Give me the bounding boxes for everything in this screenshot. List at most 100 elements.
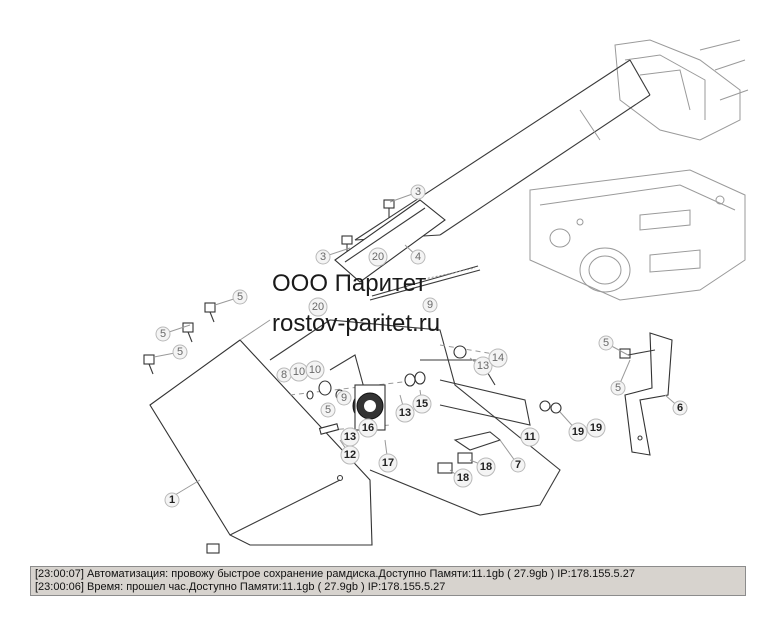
callout-number: 9	[427, 299, 433, 311]
callout-number: 1	[169, 494, 175, 506]
callout-bubble	[232, 289, 248, 305]
callout-c18a: 18	[476, 457, 496, 477]
callout-number: 17	[382, 457, 394, 469]
callout-number: 6	[677, 402, 683, 414]
spring-rod	[369, 265, 481, 301]
watermark-company: ООО Паритет	[272, 270, 427, 297]
callout-c15: 15	[412, 394, 432, 414]
callout-bubble	[378, 453, 398, 473]
callout-c1: 1	[164, 492, 180, 508]
callout-c10b: 10	[305, 360, 325, 380]
callout-number: 10	[309, 364, 321, 376]
callout-number: 3	[320, 251, 326, 263]
callout-number: 8	[281, 369, 287, 381]
lever-arm	[354, 59, 651, 241]
callout-number: 10	[293, 366, 305, 378]
callout-bubble	[172, 344, 188, 360]
callout-c5c: 5	[172, 344, 188, 360]
callout-number: 5	[615, 382, 621, 394]
log-message: Автоматизация: провожу быстрое сохранени…	[87, 568, 635, 580]
callout-bubble	[164, 492, 180, 508]
callout-c12: 12	[340, 445, 360, 465]
callout-number: 12	[344, 449, 356, 461]
log-time: [23:00:07]	[35, 568, 84, 580]
callout-bubble	[422, 297, 438, 313]
callout-c20a: 20	[368, 247, 388, 267]
callout-c17: 17	[378, 453, 398, 473]
callout-bubble	[315, 249, 331, 265]
log-time: [23:00:06]	[35, 581, 84, 593]
callout-number: 13	[477, 360, 489, 372]
callout-number: 16	[362, 422, 374, 434]
callout-bubble	[476, 457, 496, 477]
callout-c6: 6	[672, 400, 688, 416]
callout-number: 13	[399, 407, 411, 419]
sprocket	[352, 384, 386, 431]
cover-plate	[149, 319, 373, 546]
callout-bubble	[412, 394, 432, 414]
callout-number: 7	[515, 459, 521, 471]
callout-c16: 16	[358, 418, 378, 438]
callout-number: 5	[603, 337, 609, 349]
log-entry: [23:00:07] Автоматизация: провожу быстро…	[35, 568, 741, 581]
callout-bubble	[410, 249, 426, 265]
callout-c11: 11	[520, 427, 540, 447]
log-message: Время: прошел час.Доступно Памяти:11.1gb…	[87, 581, 446, 593]
callout-c5a: 5	[232, 289, 248, 305]
bracket-plate	[334, 199, 446, 283]
callout-c5b: 5	[155, 326, 171, 342]
side-bracket	[624, 332, 673, 456]
callout-bubble	[320, 402, 336, 418]
callout-bubble	[305, 360, 325, 380]
callout-bubble	[308, 297, 328, 317]
callout-bubble	[488, 348, 508, 368]
callout-number: 11	[524, 431, 536, 443]
chassis-frame	[529, 39, 749, 301]
callout-number: 9	[341, 392, 347, 404]
callout-bubble	[358, 418, 378, 438]
callout-c19b: 19	[586, 418, 606, 438]
callout-c8: 8	[276, 367, 292, 383]
callout-c5d: 5	[598, 335, 614, 351]
callout-c19a: 19	[568, 422, 588, 442]
callout-bubble	[520, 427, 540, 447]
callout-bubble	[510, 457, 526, 473]
callout-c3b: 3	[315, 249, 331, 265]
callout-c13c: 13	[395, 403, 415, 423]
bolts-top	[143, 199, 395, 375]
callout-number: 5	[177, 346, 183, 358]
callout-c9b: 9	[336, 390, 352, 406]
watermark-website: rostov-paritet.ru	[272, 310, 441, 337]
log-entry: [23:00:06] Время: прошел час.Доступно Па…	[35, 581, 741, 594]
callout-bubble	[410, 184, 426, 200]
callout-c9a: 9	[422, 297, 438, 313]
callout-c18b: 18	[453, 468, 473, 488]
callout-c3a: 3	[410, 184, 426, 200]
callout-number: 18	[457, 472, 469, 484]
event-log-panel: [23:00:07] Автоматизация: провожу быстро…	[30, 566, 746, 596]
callout-c5f: 5	[320, 402, 336, 418]
callout-bubble	[473, 356, 493, 376]
callout-c10a: 10	[289, 362, 309, 382]
callout-bubble	[672, 400, 688, 416]
callout-number: 5	[160, 328, 166, 340]
callout-bubble	[586, 418, 606, 438]
callout-c7: 7	[510, 457, 526, 473]
callout-bubble	[568, 422, 588, 442]
callout-number: 18	[480, 461, 492, 473]
callout-bubble	[610, 380, 626, 396]
callout-number: 14	[492, 352, 504, 364]
callout-number: 5	[325, 404, 331, 416]
callout-number: 5	[237, 291, 243, 303]
callout-number: 13	[344, 431, 356, 443]
callout-c5e: 5	[610, 380, 626, 396]
callout-bubble	[598, 335, 614, 351]
callout-number: 19	[572, 426, 584, 438]
callout-c4: 4	[410, 249, 426, 265]
callout-bubble	[155, 326, 171, 342]
callout-bubble	[340, 445, 360, 465]
callout-bubble	[395, 403, 415, 423]
callout-c20b: 20	[308, 297, 328, 317]
